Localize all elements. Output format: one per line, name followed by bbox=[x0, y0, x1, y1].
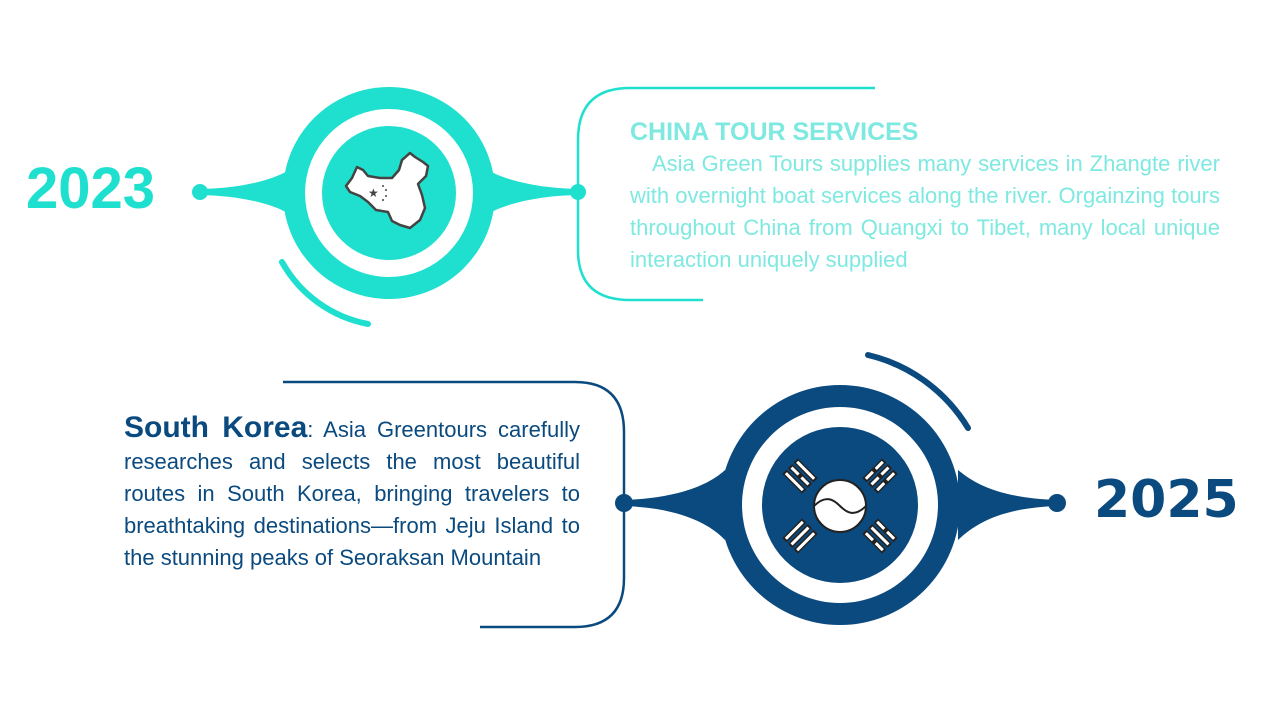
korea-title: South Korea bbox=[124, 411, 308, 444]
node-dot-right bbox=[1048, 494, 1066, 512]
china-title: CHINA TOUR SERVICES bbox=[630, 118, 919, 146]
accent-arc bbox=[865, 352, 971, 431]
korea-separator: : bbox=[307, 417, 314, 442]
korea-description: South Korea: Asia Greentours carefully r… bbox=[124, 412, 580, 574]
korea-body: Asia Greentours carefully researches and… bbox=[124, 417, 580, 570]
node-dot-left bbox=[192, 184, 208, 200]
china-map-icon: ★ bbox=[344, 151, 430, 230]
china-body: Asia Green Tours supplies many services … bbox=[630, 151, 1220, 272]
svg-text:★: ★ bbox=[368, 186, 379, 200]
accent-arc bbox=[279, 259, 371, 327]
node-2023: ★ bbox=[192, 87, 586, 327]
connector-taper bbox=[624, 470, 1057, 540]
china-description: CHINA TOUR SERVICES Asia Green Tours sup… bbox=[630, 116, 1220, 276]
bracket-top bbox=[576, 86, 875, 302]
korea-flag-icon bbox=[782, 458, 898, 554]
node-2025 bbox=[615, 352, 1066, 625]
year-2023: 2023 bbox=[26, 156, 156, 221]
bracket-bottom bbox=[283, 380, 626, 629]
year-2025: 2025 bbox=[1094, 470, 1239, 530]
